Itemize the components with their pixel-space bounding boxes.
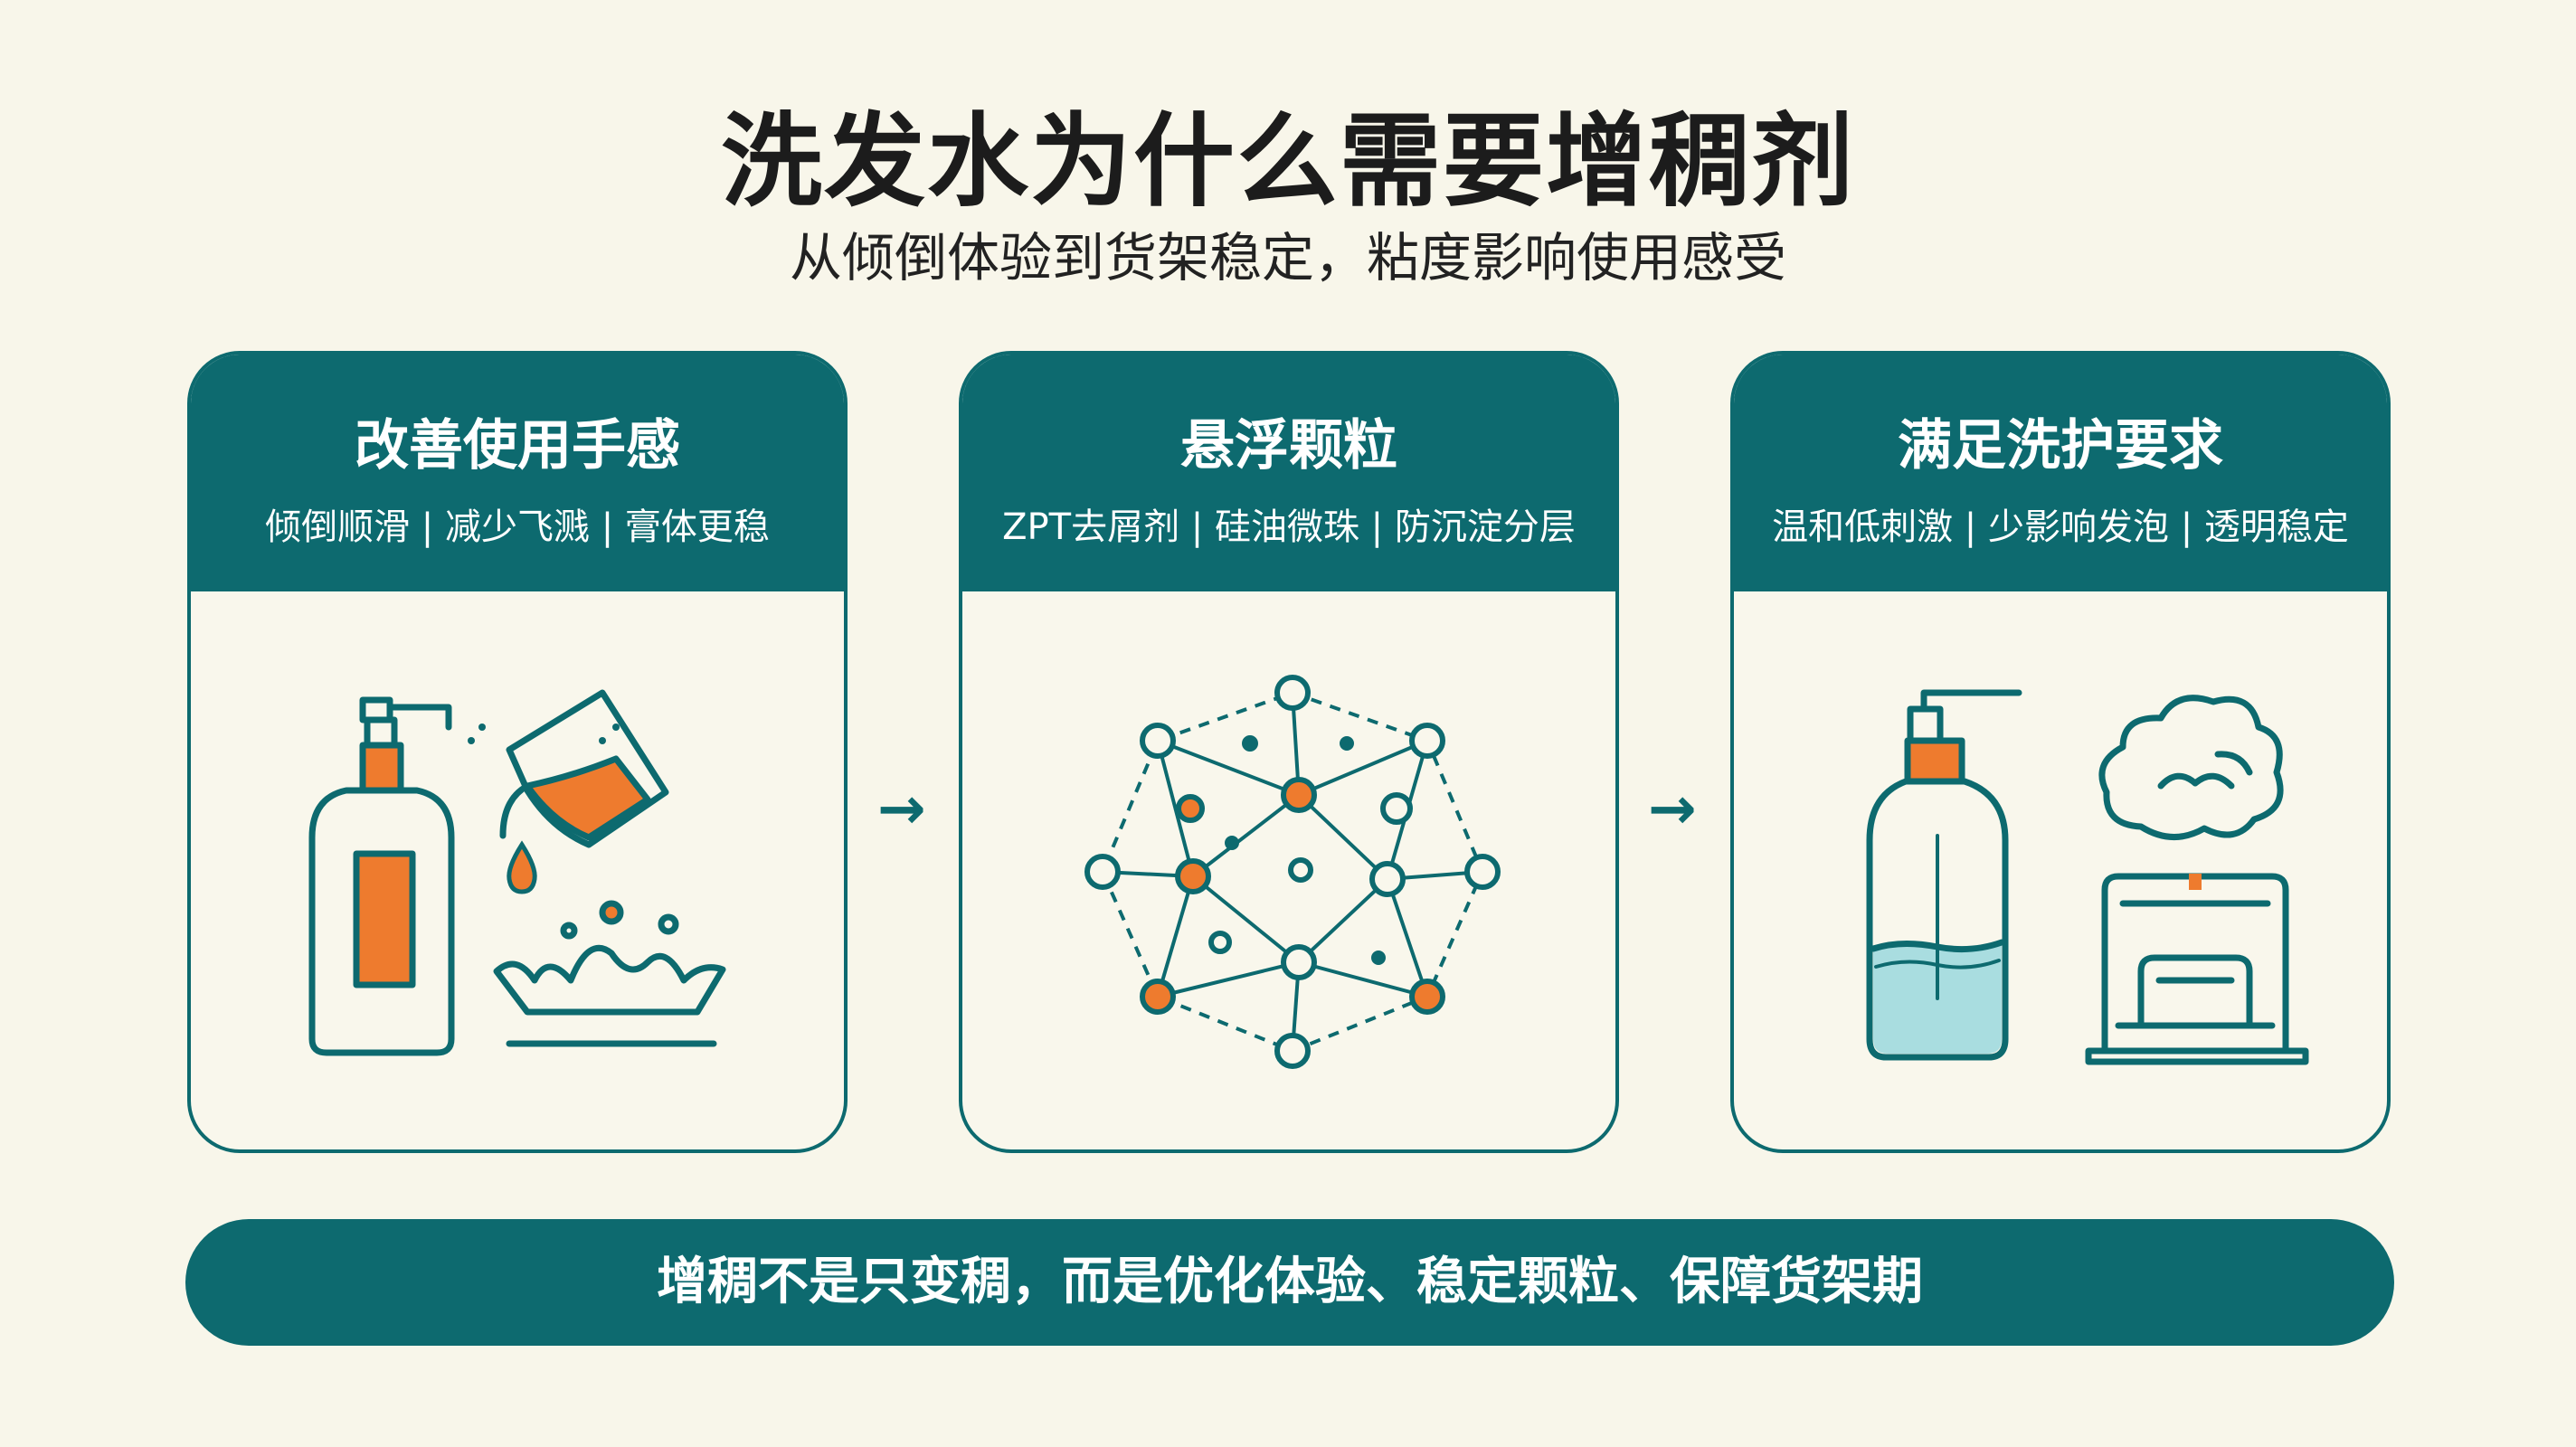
card-header: 改善使用手感 倾倒顺滑 | 减少飞溅 | 膏体更稳 (191, 355, 844, 591)
card-illustration (191, 591, 844, 1149)
card-tags: 温和低刺激 | 少影响发泡 | 透明稳定 (1772, 506, 2349, 548)
card-title: 改善使用手感 (355, 414, 680, 478)
card-header: 满足洗护要求 温和低刺激 | 少影响发泡 | 透明稳定 (1734, 355, 2387, 591)
droplet-icon (507, 840, 537, 894)
card-illustration (962, 591, 1615, 1149)
arrow-1: → (877, 776, 926, 843)
card-tags: ZPT去屑剂 | 硅油微珠 | 防沉淀分层 (1002, 506, 1576, 548)
bottle-with-liquid-icon (1866, 689, 2022, 1061)
storage-box-icon (2085, 873, 2309, 1065)
foam-cloud-icon (2098, 695, 2284, 840)
card-suspension: 悬浮颗粒 ZPT去屑剂 | 硅油微珠 | 防沉淀分层 (959, 351, 1619, 1153)
card-title: 悬浮颗粒 (1180, 414, 1397, 478)
page-title: 洗发水为什么需要增稠剂 (721, 103, 1855, 221)
summary-banner: 增稠不是只变稠，而是优化体验、稳定颗粒、保障货架期 (185, 1219, 2394, 1346)
pump-bottle-icon (308, 696, 486, 1056)
arrow-2: → (1648, 776, 1697, 843)
particle-network-icon (1084, 675, 1501, 1069)
card-illustration (1734, 591, 2387, 1149)
card-tags: 倾倒顺滑 | 减少飞溅 | 膏体更稳 (265, 506, 770, 548)
card-header: 悬浮颗粒 ZPT去屑剂 | 硅油微珠 | 防沉淀分层 (962, 355, 1615, 591)
page-subtitle: 从倾倒体验到货架稳定，粘度影响使用感受 (789, 227, 1786, 288)
card-handling: 改善使用手感 倾倒顺滑 | 减少飞溅 | 膏体更稳 (187, 351, 848, 1153)
splash-icon (493, 900, 726, 1047)
card-requirements: 满足洗护要求 温和低刺激 | 少影响发泡 | 透明稳定 (1730, 351, 2391, 1153)
pouring-beaker-icon (499, 689, 669, 848)
card-title: 满足洗护要求 (1898, 414, 2223, 478)
